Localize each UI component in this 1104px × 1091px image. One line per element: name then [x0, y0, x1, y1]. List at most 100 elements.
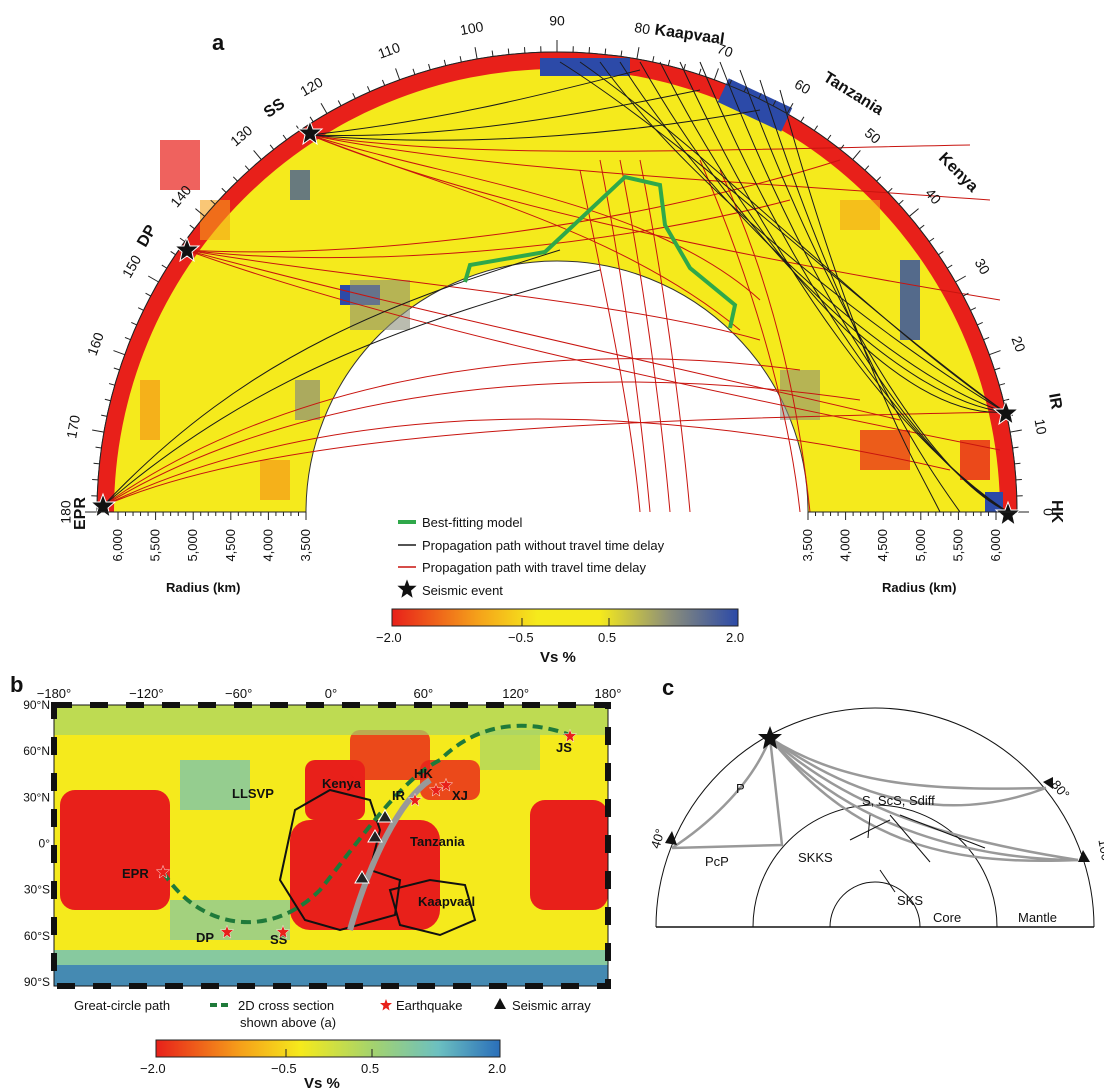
- angle-tick: [955, 275, 967, 283]
- region-label-tanzania: Tanzania: [820, 69, 886, 119]
- distance-label-100: 100°: [1095, 838, 1104, 867]
- core-boundary-arc: [752, 804, 998, 928]
- legend-event: Seismic event: [422, 583, 503, 598]
- angle-tick: [728, 79, 733, 86]
- radius-label-left: Radius (km): [166, 580, 240, 595]
- angle-tick: [443, 59, 447, 66]
- cbar-b-tick-1: −0.5: [271, 1061, 297, 1076]
- angle-tick: [1014, 462, 1021, 465]
- triangle-icon-100: [1078, 850, 1090, 862]
- llsvp-outline: [278, 788, 402, 932]
- angle-tick: [352, 92, 356, 99]
- angle-tick: [92, 429, 105, 433]
- angle-tick: [459, 56, 462, 63]
- angle-tick-label: 0: [1040, 508, 1056, 516]
- paths-without-delay: [102, 61, 1009, 513]
- map-anomalies: [54, 705, 608, 986]
- station-label-hk: HK: [1048, 500, 1065, 524]
- angle-tick: [713, 68, 719, 80]
- angle-tick: [491, 50, 494, 57]
- angle-tick-label: 60: [792, 76, 814, 98]
- quake-icon-epr: [155, 864, 171, 879]
- angle-tick: [620, 50, 623, 57]
- best-fitting-model-line: [463, 174, 738, 329]
- phase-label-sks: SKS: [897, 893, 923, 908]
- angle-tick-label: 130: [227, 122, 255, 149]
- angle-tick-label: 80: [633, 19, 651, 37]
- cbar-b-tick-0: −2.0: [140, 1061, 166, 1076]
- quake-icon-ir: [407, 792, 423, 807]
- colorbar-a: −2.0 −0.5 0.5 2.0 Vs %: [376, 608, 744, 666]
- legend-no-delay: Propagation path without travel time del…: [422, 538, 665, 553]
- angle-tick: [309, 116, 314, 123]
- triangle-icon-kaapvaal: [354, 870, 370, 884]
- angle-tick: [1003, 398, 1010, 402]
- map-label-kaapvaal: Kaapvaal: [418, 894, 475, 909]
- legend-b: Great-circle path 2D cross section shown…: [74, 998, 591, 1030]
- angle-tick: [604, 48, 607, 55]
- angle-axis-arc: [96, 51, 1018, 513]
- radius-tick-label: 5,500: [148, 529, 163, 562]
- cbar-b-label: Vs %: [304, 1075, 340, 1091]
- angle-tick: [758, 92, 762, 99]
- lon-tick-label: −120°: [129, 686, 163, 701]
- angle-tick: [412, 68, 416, 75]
- angle-tick: [195, 208, 205, 217]
- great-circle-path: [347, 777, 432, 931]
- angle-tick: [864, 165, 870, 171]
- angle-tick: [337, 100, 342, 107]
- lat-tick-label: 90°N: [23, 698, 50, 712]
- angle-tick: [395, 68, 401, 80]
- angle-tick: [210, 199, 216, 205]
- angle-tick: [983, 336, 990, 341]
- legend-delay: Propagation path with travel time delay: [422, 560, 647, 575]
- angle-tick: [772, 100, 777, 107]
- angle-tick: [999, 383, 1006, 386]
- seismic-event-stars: [89, 119, 1022, 527]
- star-icon-dp: [173, 236, 201, 263]
- angle-tick-label: 40: [922, 185, 944, 207]
- lon-tick-label: 0°: [325, 686, 337, 701]
- legend-array: Seismic array: [512, 998, 591, 1013]
- source-star-icon: [758, 726, 782, 749]
- angle-tick: [253, 150, 262, 160]
- angle-tick: [1012, 446, 1019, 449]
- angle-tick: [104, 398, 111, 402]
- lon-tick-label: 180°: [595, 686, 622, 701]
- angle-tick: [743, 86, 747, 92]
- map-label-hk: HK: [414, 766, 433, 781]
- angle-tick: [994, 367, 1001, 371]
- lon-tick-label: −60°: [225, 686, 252, 701]
- angle-tick-label: 10: [1032, 418, 1050, 436]
- lat-tick-label: 30°S: [24, 883, 50, 897]
- angle-tick: [474, 47, 478, 60]
- map-label-dp: DP: [196, 930, 214, 945]
- region-label-core: Core: [933, 910, 961, 925]
- radius-tick-label: 4,500: [875, 529, 890, 562]
- star-icon-hk: [994, 500, 1022, 527]
- radius-tick-label: 3,500: [800, 529, 815, 562]
- angle-tick: [113, 367, 120, 371]
- latitude-ticks: 90°N60°N30°N0°30°S60°S90°S: [23, 698, 50, 989]
- station-label-ir: IR: [1045, 392, 1065, 411]
- angle-tick-label: 30: [972, 256, 994, 278]
- cbar-a-tick-3: 2.0: [726, 630, 744, 645]
- radius-label-right: Radius (km): [882, 580, 956, 595]
- radius-tick-label: 3,500: [298, 529, 313, 562]
- quake-icon-xj: [438, 777, 454, 792]
- paths-with-delay: [102, 134, 1006, 513]
- angle-tick-label: 50: [862, 125, 884, 147]
- region-label-mantle: Mantle: [1018, 910, 1057, 925]
- legend-gc: Great-circle path: [74, 998, 170, 1013]
- radius-tick-label: 5,000: [913, 529, 928, 562]
- radius-tick-label: 6,000: [988, 529, 1003, 562]
- legend-section-1: 2D cross section: [238, 998, 334, 1013]
- lat-tick-label: 60°N: [23, 744, 50, 758]
- angle-tick: [269, 144, 275, 150]
- station-label-dp: DP: [134, 222, 160, 250]
- angle-tick: [145, 292, 152, 297]
- angle-tick: [232, 176, 238, 182]
